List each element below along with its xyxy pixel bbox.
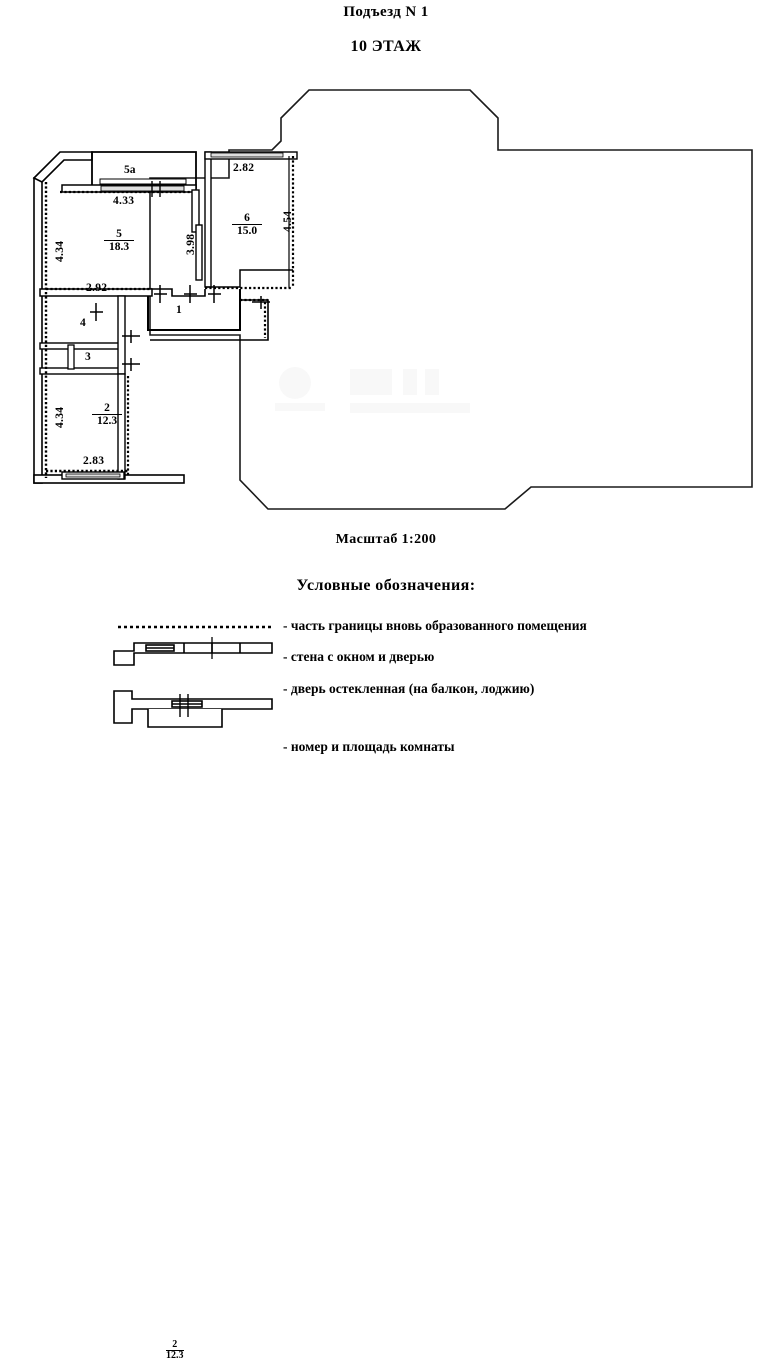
legend-item-window-text: - стена с окном и дверью: [283, 649, 435, 664]
dimension-4-34-lower: 4.34: [54, 406, 66, 428]
legend-symbols: [113, 625, 274, 728]
entrance-title: Подъезд N 1: [343, 4, 429, 20]
floor-plan-page: Подъезд N 1 10 ЭТАЖ: [0, 4, 772, 1361]
dimension-4-33: 4.33: [113, 195, 135, 207]
room-label-5a: 5а: [124, 164, 136, 177]
legend-item-room-number-text: - номер и площадь комнаты: [283, 739, 455, 754]
legend-glazed-door-symbol: [113, 690, 273, 728]
room-number-2: 2: [92, 402, 122, 416]
legend-item-room-number: - номер и площадь комнаты: [0, 739, 772, 765]
legend-title: Условные обозначения:: [296, 577, 476, 594]
legend-room-fraction-symbol: 2 12.3: [166, 1340, 184, 1361]
room-label-4: 4: [80, 317, 86, 330]
room-number-3: 3: [85, 351, 91, 363]
room-number-5: 5: [104, 228, 134, 242]
room-number-5a: 5а: [124, 164, 136, 176]
floor-title: 10 ЭТАЖ: [350, 38, 422, 55]
legend-item-boundary-text: - часть границы вновь образованного поме…: [283, 618, 587, 633]
legend-block: 2 12.3 - часть границы вновь образованно…: [0, 605, 772, 1361]
legend-wall-window-door-symbol: [113, 637, 273, 666]
building-outline: [149, 89, 753, 510]
dimension-4-54: 4.54: [282, 210, 294, 232]
dimension-2-92: 2.92: [86, 282, 108, 294]
room-label-1: 1: [176, 304, 182, 317]
scale-label: Масштаб 1:200: [335, 532, 437, 547]
room-label-3: 3: [85, 351, 91, 364]
legend-sample-room-area: 12.3: [166, 1350, 184, 1361]
floor-plan-drawing: [32, 89, 753, 510]
dimension-2-83: 2.83: [83, 455, 105, 467]
dimension-4-34-upper: 4.34: [54, 240, 66, 262]
room-area-5: 18.3: [108, 241, 130, 254]
room-label-2: 2 12.3: [92, 402, 122, 428]
room-label-6: 6 15.0: [232, 212, 262, 238]
room-area-2: 12.3: [96, 415, 118, 428]
legend-item-glazed-door-text: - дверь остекленная (на балкон, лоджию): [283, 681, 535, 696]
room-area-6: 15.0: [236, 225, 258, 238]
room-number-6: 6: [232, 212, 262, 226]
room-label-5: 5 18.3: [104, 228, 134, 254]
room-number-1: 1: [176, 304, 182, 316]
legend-item-window: - стена с окном и дверью: [0, 649, 772, 675]
dimension-2-82: 2.82: [233, 162, 255, 174]
legend-item-glazed-door: - дверь остекленная (на балкон, лоджию): [0, 681, 772, 707]
legend-item-boundary: - часть границы вновь образованного поме…: [0, 618, 772, 644]
legend-sample-room-number: 2: [166, 1340, 184, 1351]
apartment-walls: [32, 151, 298, 484]
dimension-3-98: 3.98: [185, 233, 197, 255]
room-number-4: 4: [80, 317, 86, 329]
